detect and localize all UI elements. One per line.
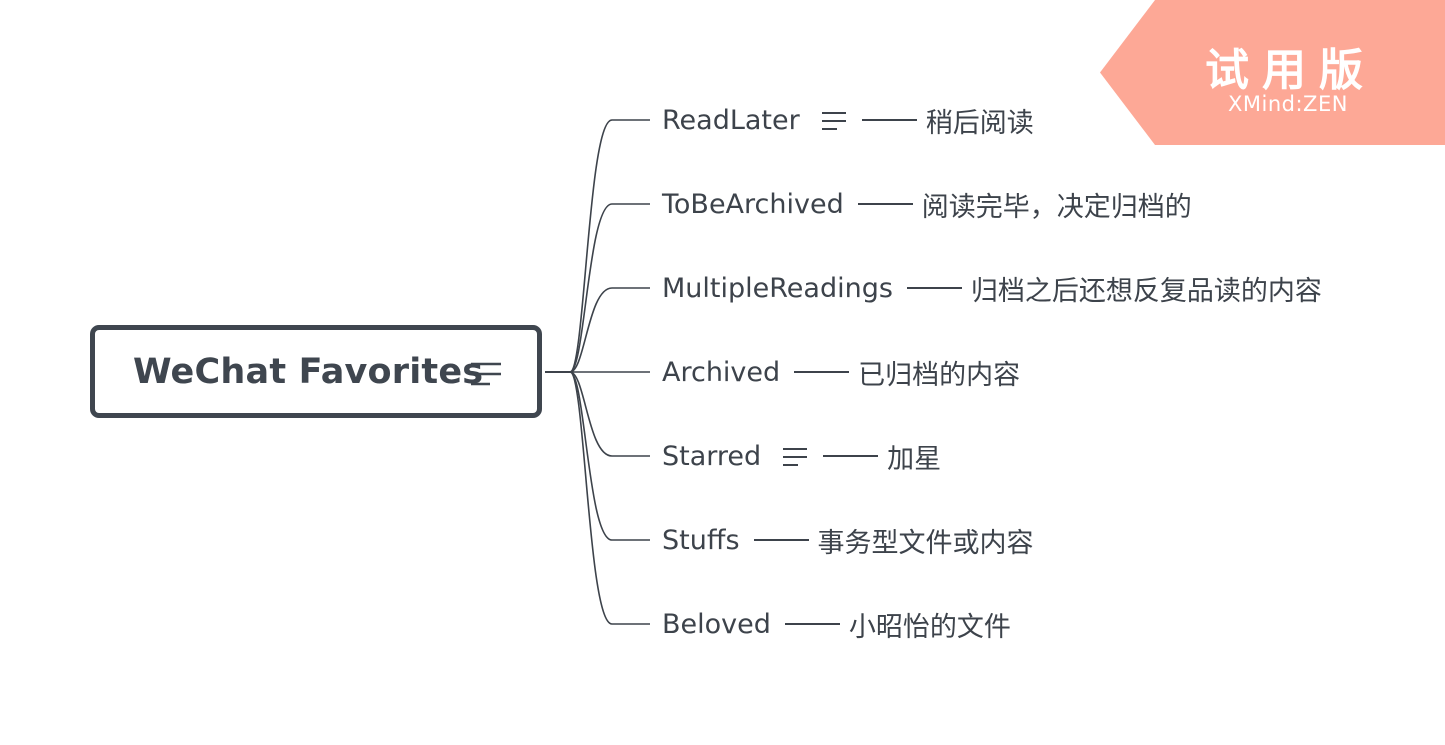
branch-connector <box>569 371 650 625</box>
branch-connector <box>569 119 650 373</box>
label-separator <box>861 119 917 121</box>
branch-label: Archived <box>662 356 781 388</box>
branch-label: ToBeArchived <box>662 188 844 220</box>
branch-description: 小昭怡的文件 <box>848 611 1011 643</box>
label-separator <box>823 455 879 457</box>
branch-label: Starred <box>662 440 762 472</box>
branch-label: MultipleReadings <box>662 272 893 304</box>
branch-label: Stuffs <box>662 524 740 556</box>
branch-topic[interactable]: Starred 加星 <box>662 436 941 476</box>
branch-description: 阅读完毕，决定归档的 <box>921 191 1192 223</box>
central-topic[interactable]: WeChat Favorites <box>90 325 542 418</box>
notes-icon[interactable] <box>783 448 809 468</box>
branch-description: 归档之后还想反复品读的内容 <box>970 275 1322 307</box>
label-separator <box>857 203 913 205</box>
branch-connector <box>569 371 650 457</box>
label-separator <box>784 623 840 625</box>
branch-description: 事务型文件或内容 <box>817 527 1034 559</box>
notes-icon[interactable] <box>821 112 848 132</box>
watermark-title: 试用版 <box>1205 45 1376 96</box>
central-topic-title: WeChat Favorites <box>133 352 484 392</box>
watermark-subtitle: XMind:ZEN <box>1228 92 1348 116</box>
branch-topic[interactable]: Beloved 小昭怡的文件 <box>662 604 1011 644</box>
branch-description: 加星 <box>887 443 942 475</box>
branch-topic[interactable]: ToBeArchived 阅读完毕，决定归档的 <box>662 184 1192 224</box>
label-separator <box>906 287 962 289</box>
branch-label: Beloved <box>662 608 771 640</box>
branch-connector <box>569 203 650 373</box>
branch-topic[interactable]: ReadLater 稍后阅读 <box>662 100 1034 140</box>
branch-topic[interactable]: MultipleReadings 归档之后还想反复品读的内容 <box>662 268 1322 308</box>
branch-label: ReadLater <box>662 104 800 136</box>
branch-description: 稍后阅读 <box>925 107 1034 139</box>
branch-topic[interactable]: Stuffs 事务型文件或内容 <box>662 520 1034 560</box>
trial-watermark: 试用版 XMind:ZEN <box>1100 0 1445 145</box>
branch-topic[interactable]: Archived 已归档的内容 <box>662 352 1020 392</box>
notes-icon[interactable] <box>471 362 503 388</box>
label-separator <box>753 539 809 541</box>
branch-description: 已归档的内容 <box>858 359 1021 391</box>
branch-connector <box>569 371 650 541</box>
branch-connector <box>569 287 650 373</box>
label-separator <box>794 371 850 373</box>
